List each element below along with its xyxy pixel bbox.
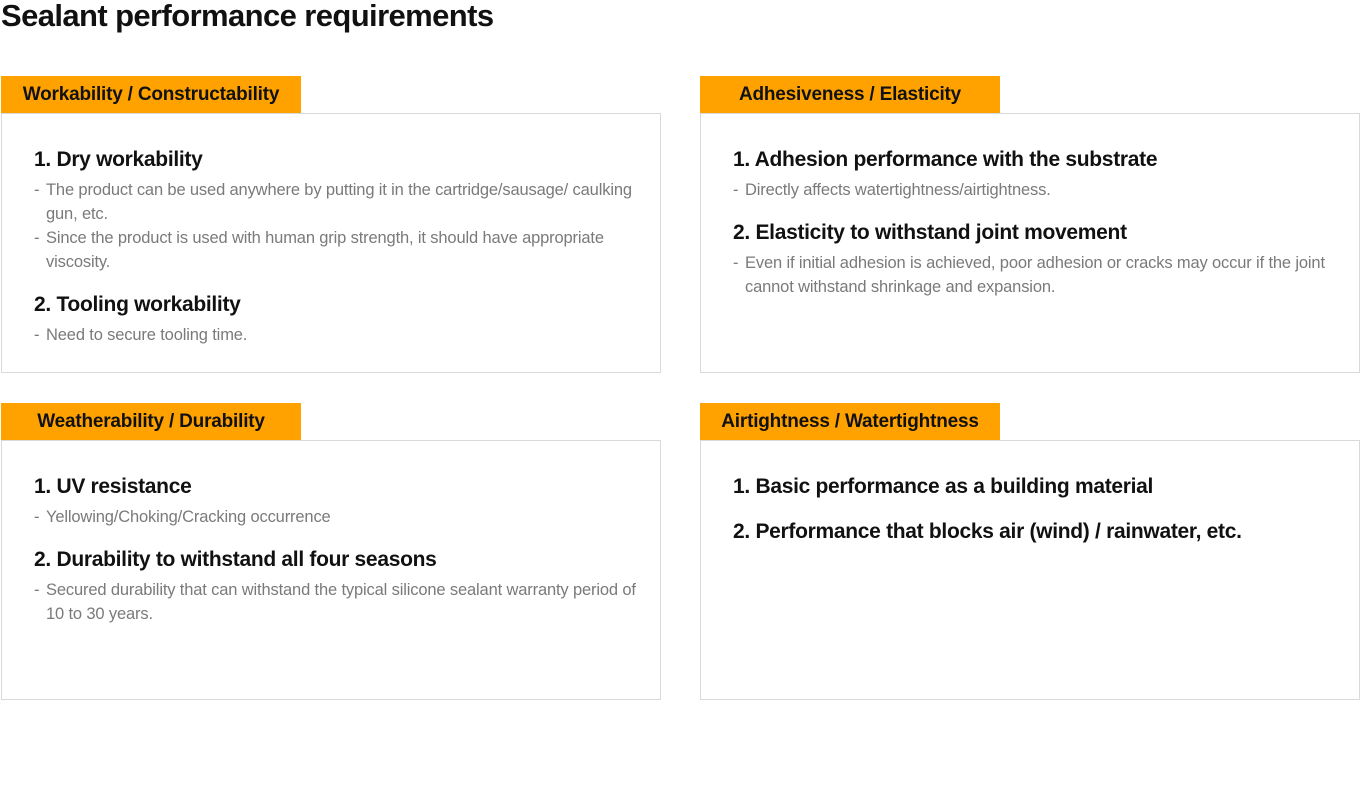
- item-title: 1. Dry workability: [34, 148, 203, 171]
- section-content: 1. Adhesion performance with the substra…: [733, 145, 1353, 299]
- detail-item: Since the product is used with human gri…: [34, 226, 654, 274]
- section-box: 1. Dry workability The product can be us…: [1, 113, 661, 373]
- page-title: Sealant performance requirements: [1, 0, 494, 33]
- section-tag: Adhesiveness / Elasticity: [700, 76, 1000, 113]
- section-content: 1. Dry workability The product can be us…: [34, 145, 654, 347]
- detail-item: Directly affects watertightness/airtight…: [733, 178, 1353, 202]
- item-title: 1. Adhesion performance with the substra…: [733, 148, 1158, 171]
- item-title: 2. Performance that blocks air (wind) / …: [733, 520, 1242, 543]
- detail-list: Need to secure tooling time.: [34, 323, 654, 347]
- item-title: 2. Tooling workability: [34, 293, 241, 316]
- detail-item: Yellowing/Choking/Cracking occurrence: [34, 505, 654, 529]
- detail-item: Need to secure tooling time.: [34, 323, 654, 347]
- section-content: 1. Basic performance as a building mater…: [733, 472, 1353, 547]
- detail-item: The product can be used anywhere by putt…: [34, 178, 654, 226]
- item-title: 2. Elasticity to withstand joint movemen…: [733, 221, 1127, 244]
- detail-list: Directly affects watertightness/airtight…: [733, 178, 1353, 202]
- detail-list: Yellowing/Choking/Cracking occurrence: [34, 505, 654, 529]
- section-box: 1. Basic performance as a building mater…: [700, 440, 1360, 700]
- detail-list: The product can be used anywhere by putt…: [34, 178, 654, 274]
- section-tag: Weatherability / Durability: [1, 403, 301, 440]
- detail-list: Secured durability that can withstand th…: [34, 578, 654, 626]
- section-content: 1. UV resistance Yellowing/Choking/Crack…: [34, 472, 654, 626]
- detail-item: Even if initial adhesion is achieved, po…: [733, 251, 1353, 299]
- section-tag: Airtightness / Watertightness: [700, 403, 1000, 440]
- detail-item: Secured durability that can withstand th…: [34, 578, 654, 626]
- item-title: 1. Basic performance as a building mater…: [733, 475, 1154, 498]
- detail-list: Even if initial adhesion is achieved, po…: [733, 251, 1353, 299]
- item-title: 1. UV resistance: [34, 475, 192, 498]
- section-box: 1. UV resistance Yellowing/Choking/Crack…: [1, 440, 661, 700]
- section-box: 1. Adhesion performance with the substra…: [700, 113, 1360, 373]
- item-title: 2. Durability to withstand all four seas…: [34, 548, 437, 571]
- section-tag: Workability / Constructability: [1, 76, 301, 113]
